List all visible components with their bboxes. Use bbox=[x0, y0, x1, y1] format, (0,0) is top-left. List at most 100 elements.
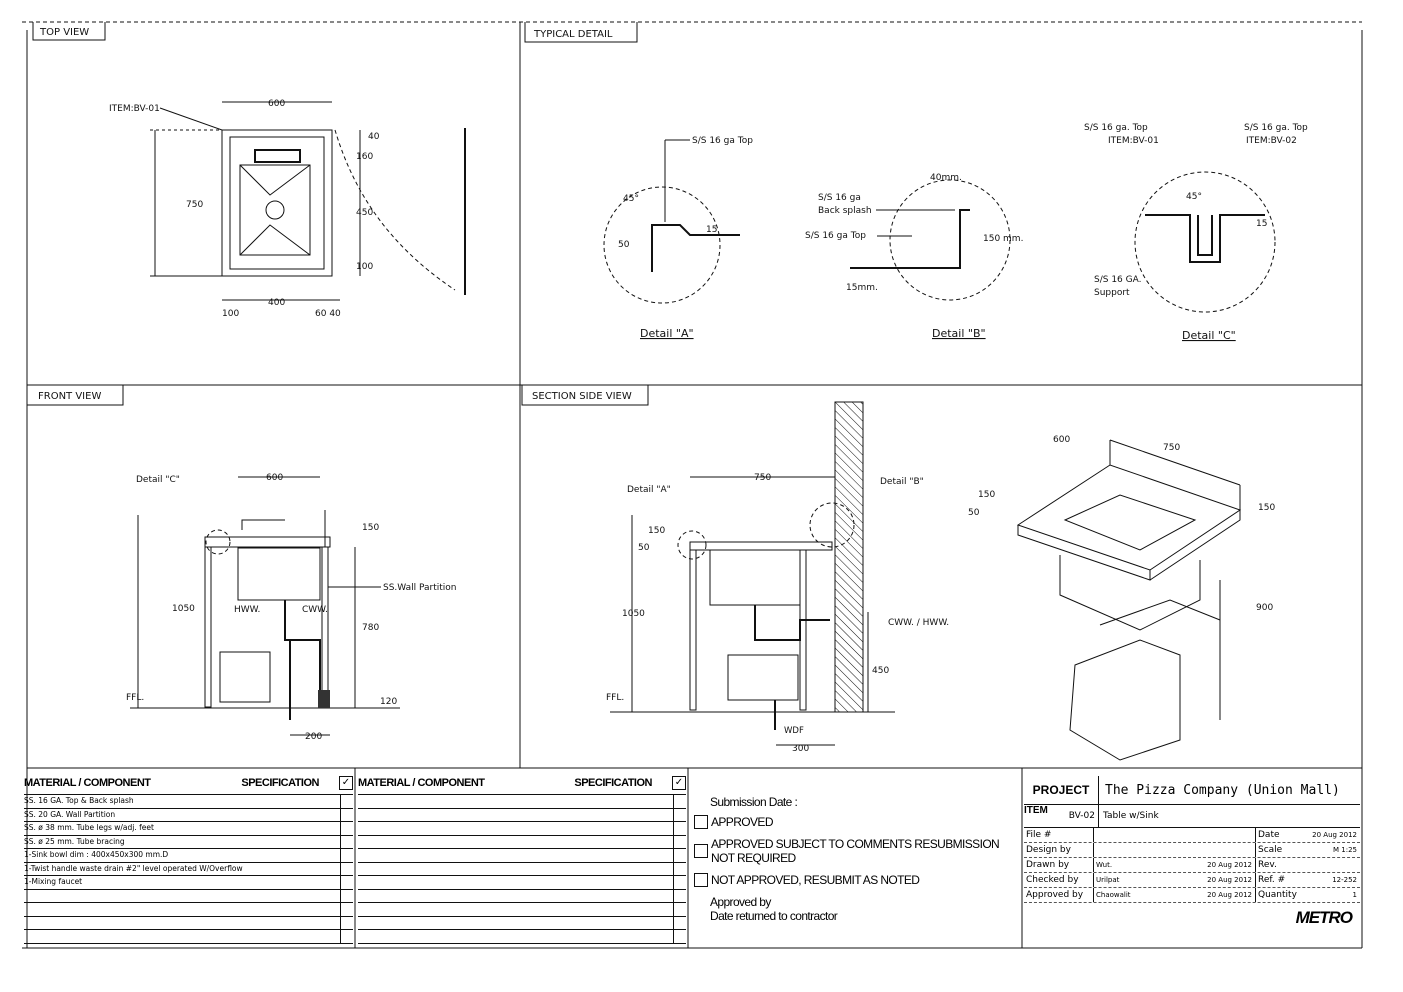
material-row: 1-Sink bowl dim : 400x450x300 mm.D bbox=[24, 849, 353, 863]
spec-check-cell[interactable] bbox=[340, 795, 353, 808]
dimension-label: 15mm. bbox=[846, 283, 878, 293]
title-block-cell: 20 Aug 2012 bbox=[1312, 831, 1357, 839]
dimension-label: 40 bbox=[368, 132, 380, 142]
spec-check-cell[interactable] bbox=[673, 930, 686, 943]
check-icon[interactable]: ✓ bbox=[339, 776, 353, 790]
dimension-label: 100 bbox=[356, 262, 373, 272]
material-text: 1-Twist handle waste drain #2" level ope… bbox=[24, 863, 243, 873]
dimension-label: 160 bbox=[356, 152, 373, 162]
spec-check-cell[interactable] bbox=[340, 862, 353, 875]
material-text: SS. 16 GA. Top & Back splash bbox=[24, 796, 134, 805]
detail-b-title: Detail "B" bbox=[932, 327, 986, 340]
dimension-label: S/S 16 ga Top bbox=[692, 136, 753, 146]
material-row: SS. 20 GA. Wall Partition bbox=[24, 808, 353, 822]
material-row bbox=[358, 808, 686, 822]
title-block-cell: Checked by bbox=[1024, 873, 1094, 887]
material-text: SS. ø 38 mm. Tube legs w/adj. feet bbox=[24, 823, 154, 832]
material-row: 1-Twist handle waste drain #2" level ope… bbox=[24, 862, 353, 876]
material-row bbox=[358, 889, 686, 903]
spec-check-cell[interactable] bbox=[673, 808, 686, 821]
title-block-cell: M 1:25 bbox=[1333, 846, 1357, 854]
spec-check-cell[interactable] bbox=[340, 916, 353, 929]
dimension-label: 100 bbox=[222, 309, 239, 319]
spec-check-cell[interactable] bbox=[340, 808, 353, 821]
dimension-label: 780 bbox=[362, 623, 379, 633]
view-tab-section: SECTION SIDE VIEW bbox=[521, 385, 649, 406]
spec-check-cell[interactable] bbox=[340, 849, 353, 862]
dimension-label: S/S 16 ga bbox=[818, 193, 861, 203]
specification-header: SPECIFICATION bbox=[241, 777, 319, 789]
approved-checkbox[interactable] bbox=[694, 815, 708, 829]
not-approved-checkbox[interactable] bbox=[694, 873, 708, 887]
approval-box: Submission Date : APPROVED APPROVED SUBJ… bbox=[694, 795, 1019, 923]
dimension-label: ITEM:BV-02 bbox=[1246, 136, 1297, 146]
approved-comments-label: APPROVED SUBJECT TO COMMENTS RESUBMISSIO… bbox=[711, 837, 1000, 865]
title-block-cell bbox=[1304, 858, 1360, 872]
material-row: 1-Mixing faucet bbox=[24, 876, 353, 890]
dimension-label: SECTION SIDE VIEW bbox=[532, 391, 632, 402]
dimension-label: 750 bbox=[186, 200, 203, 210]
title-block-cell: File # bbox=[1024, 828, 1094, 842]
spec-check-cell[interactable] bbox=[673, 822, 686, 835]
spec-check-cell[interactable] bbox=[673, 849, 686, 862]
dimension-label: 150 bbox=[648, 526, 665, 536]
title-block-cell: Rev. bbox=[1258, 860, 1277, 870]
spec-check-cell[interactable] bbox=[673, 889, 686, 902]
dimension-label: 600 bbox=[266, 473, 283, 483]
title-block-cell: 20 Aug 2012 bbox=[1180, 888, 1256, 902]
material-row bbox=[358, 795, 686, 809]
material-row bbox=[24, 930, 353, 944]
dimension-label: ITEM:BV-01 bbox=[109, 104, 160, 114]
check-icon[interactable]: ✓ bbox=[672, 776, 686, 790]
spec-check-cell[interactable] bbox=[340, 889, 353, 902]
dimension-label: 400 bbox=[268, 298, 285, 308]
title-block-cell: Drawn by bbox=[1024, 858, 1094, 872]
spec-check-cell[interactable] bbox=[340, 822, 353, 835]
dimension-label: S/S 16 ga. Top bbox=[1244, 123, 1308, 133]
material-row bbox=[358, 903, 686, 917]
material-row: SS. ø 25 mm. Tube bracing bbox=[24, 835, 353, 849]
spec-check-cell[interactable] bbox=[340, 835, 353, 848]
material-row bbox=[358, 849, 686, 863]
dimension-label: 50 bbox=[638, 543, 650, 553]
view-tab-typical: TYPICAL DETAIL bbox=[524, 22, 638, 43]
title-block-cell: Chaowalit bbox=[1096, 891, 1131, 899]
spec-check-cell[interactable] bbox=[673, 835, 686, 848]
dimension-label: FRONT VIEW bbox=[38, 391, 101, 402]
title-block-cell: 1 bbox=[1352, 891, 1357, 899]
date-returned: Date returned to contractor bbox=[710, 909, 838, 923]
material-text bbox=[24, 890, 340, 903]
item-label: ITEM bbox=[1024, 805, 1048, 816]
spec-check-cell[interactable] bbox=[340, 903, 353, 916]
dimension-label: Detail "B" bbox=[880, 477, 924, 487]
dimension-label: 120 bbox=[380, 697, 397, 707]
dimension-label: WDF bbox=[784, 726, 804, 736]
spec-check-cell[interactable] bbox=[673, 876, 686, 889]
dimension-label: 150 bbox=[978, 490, 995, 500]
title-block-cell: 12-252 bbox=[1332, 876, 1357, 884]
spec-check-cell[interactable] bbox=[673, 916, 686, 929]
dimension-label: 200 bbox=[305, 732, 322, 742]
title-block-cell: 20 Aug 2012 bbox=[1180, 873, 1256, 887]
approved-comments-checkbox[interactable] bbox=[694, 844, 708, 858]
view-tab-front: FRONT VIEW bbox=[26, 385, 124, 406]
dimension-label: 1050 bbox=[622, 609, 645, 619]
spec-check-cell[interactable] bbox=[340, 930, 353, 943]
dimension-label: 150 bbox=[1258, 503, 1275, 513]
material-row bbox=[24, 903, 353, 917]
dimension-label: 750 bbox=[754, 473, 771, 483]
spec-check-cell[interactable] bbox=[673, 903, 686, 916]
dimension-label: FFL. bbox=[126, 693, 144, 703]
spec-check-cell[interactable] bbox=[340, 876, 353, 889]
spec-check-cell[interactable] bbox=[673, 862, 686, 875]
dimension-label: CWW. bbox=[302, 605, 328, 615]
dimension-label: Back splash bbox=[818, 206, 872, 216]
spec-check-cell[interactable] bbox=[673, 795, 686, 808]
title-block-cell bbox=[1094, 828, 1180, 842]
